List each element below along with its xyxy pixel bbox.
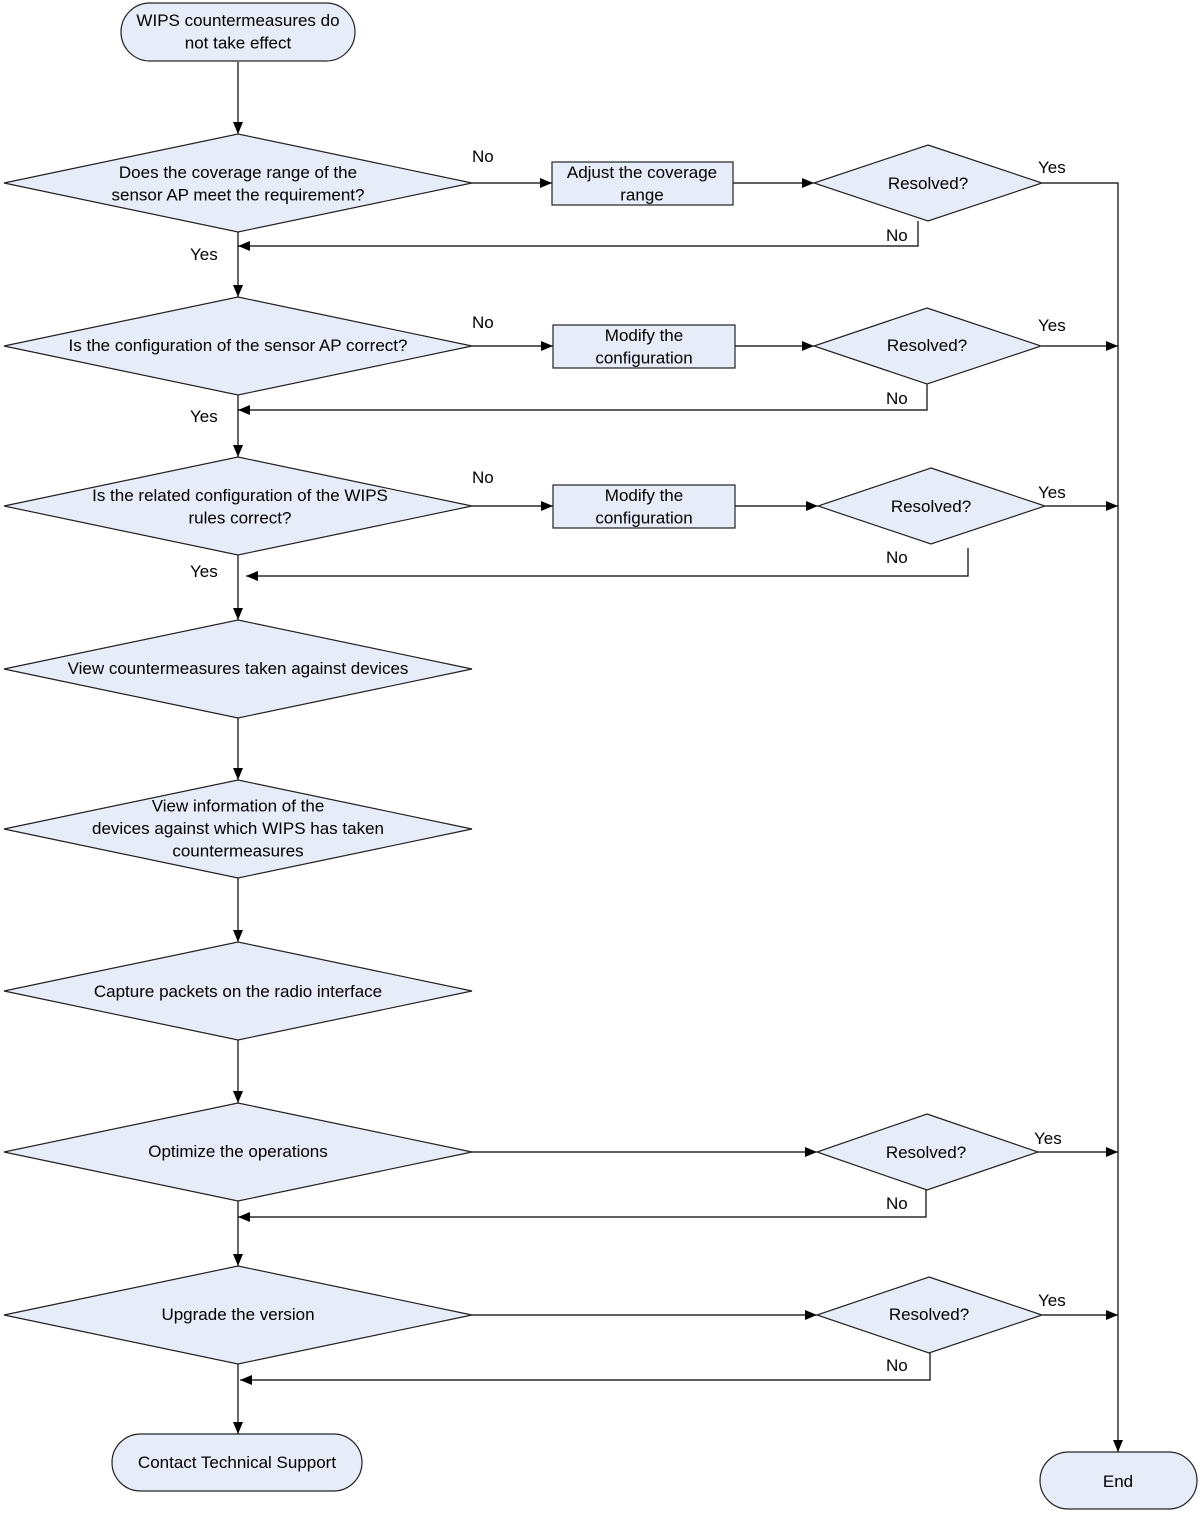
upgrade-text: Upgrade the version [161,1305,314,1324]
r5-text: Resolved? [889,1305,969,1324]
contact-text: Contact Technical Support [138,1453,336,1472]
r3-diamond [816,467,1047,545]
connectors [233,62,1123,1452]
q-sensor-config-text: Is the configuration of the sensor AP co… [69,336,408,355]
s8-diamond [3,1265,473,1365]
end-text: End [1103,1472,1133,1491]
label-r1-yes: Yes [1038,158,1066,177]
edge-r1-yes [1042,182,1123,1452]
capture-text: Capture packets on the radio interface [94,982,382,1001]
start-terminator [120,2,356,62]
r1-diamond [812,144,1044,222]
label-r2-no: No [886,389,908,408]
label-q3-no: No [472,468,494,487]
modify-box-2 [552,484,736,529]
q-wips-rules-text: Is the related configuration of the WIPS… [92,486,388,528]
label-q2-yes: Yes [190,407,218,426]
r4-text: Resolved? [886,1143,966,1162]
label-r2-yes: Yes [1038,316,1066,335]
r4-diamond [815,1113,1040,1191]
label-r1-no: No [886,226,908,245]
label-r5-no: No [886,1356,908,1375]
r3-text: Resolved? [891,497,971,516]
label-q1-no: No [472,147,494,166]
label-r4-yes: Yes [1034,1129,1062,1148]
label-r3-yes: Yes [1038,483,1066,502]
label-r5-yes: Yes [1038,1291,1066,1310]
label-q3-yes: Yes [190,562,218,581]
label-q1-yes: Yes [190,245,218,264]
s7-diamond [3,1102,473,1202]
adjust-box [551,161,734,206]
contact-terminator [111,1433,363,1492]
r1-text: Resolved? [888,174,968,193]
end-terminator [1039,1451,1198,1510]
s4-diamond [3,619,473,719]
edge-r4-no [238,1190,927,1222]
r5-diamond [815,1276,1044,1354]
view-cm-text: View countermeasures taken against devic… [68,659,409,678]
optimize-text: Optimize the operations [148,1142,328,1161]
q2-diamond [3,296,473,396]
edge-r5-no [240,1353,931,1385]
edge-r3-no [246,548,969,581]
modify-box-1 [552,324,736,369]
s5-diamond [3,779,473,879]
edge-labels: No Yes Yes No No Yes Yes No No Yes Yes N… [190,147,1066,1375]
label-r4-no: No [886,1194,908,1213]
shapes [3,2,1198,1510]
q3-diamond [3,456,473,556]
q1-diamond [3,133,473,233]
label-r3-no: No [886,548,908,567]
r2-text: Resolved? [887,336,967,355]
r2-diamond [812,307,1043,385]
edge-r1-no [238,221,919,251]
edge-r2-no [238,383,928,415]
s6-diamond [3,941,473,1041]
label-q2-no: No [472,313,494,332]
